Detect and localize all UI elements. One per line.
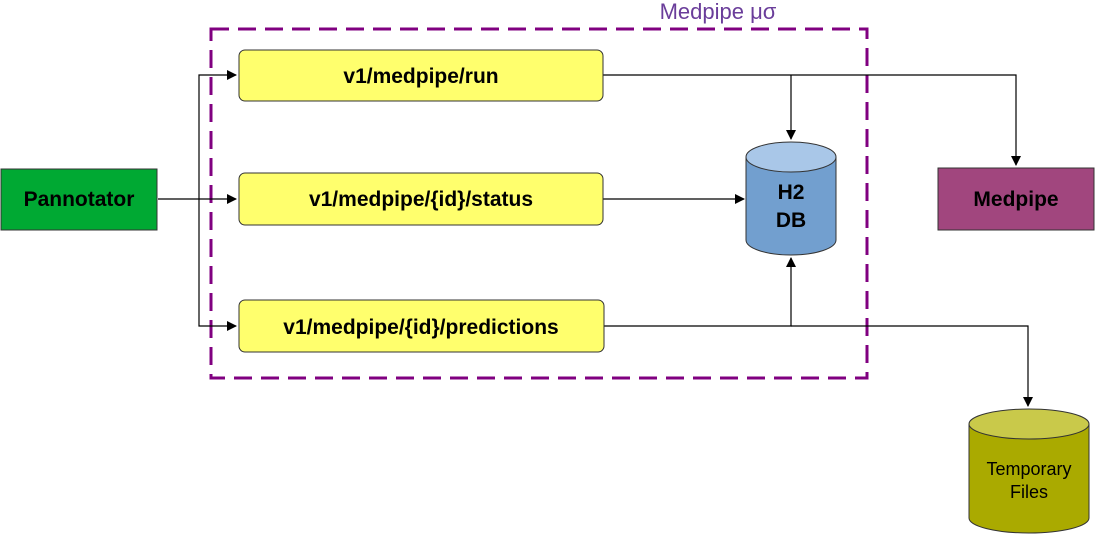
edge-pannotator-to-run (198, 70, 237, 199)
medpipe-node: Medpipe (937, 167, 1095, 231)
temporary-files-cylinder: Temporary Files (968, 408, 1090, 534)
endpoint-status-label: v1/medpipe/{id}/status (309, 188, 533, 211)
endpoint-predictions-node: v1/medpipe/{id}/predictions (238, 299, 605, 353)
pannotator-node: Pannotator (0, 168, 158, 231)
edge-predictions-to-temp-files (791, 325, 1033, 407)
endpoint-run-node: v1/medpipe/run (238, 49, 604, 102)
medpipe-label: Medpipe (973, 188, 1058, 211)
endpoint-run-label: v1/medpipe/run (343, 65, 498, 88)
h2-database-cylinder: H2 DB (745, 141, 837, 256)
temp-files-label-line1: Temporary (986, 459, 1071, 479)
edge-pannotator-to-predictions (198, 199, 237, 331)
edge-run-to-medpipe (603, 74, 1021, 166)
boundary-title: Medpipe μσ (660, 0, 777, 24)
medpipe-microservice-boundary (209, 27, 869, 380)
connectors (158, 70, 1033, 407)
h2db-label-line1: H2 (778, 181, 805, 204)
h2db-label-line2: DB (776, 209, 806, 232)
temp-files-label-line2: Files (1010, 482, 1048, 502)
pannotator-label: Pannotator (24, 188, 135, 211)
endpoint-predictions-label: v1/medpipe/{id}/predictions (283, 316, 558, 339)
endpoint-status-node: v1/medpipe/{id}/status (238, 172, 604, 226)
edge-predictions-to-h2db (604, 257, 796, 327)
